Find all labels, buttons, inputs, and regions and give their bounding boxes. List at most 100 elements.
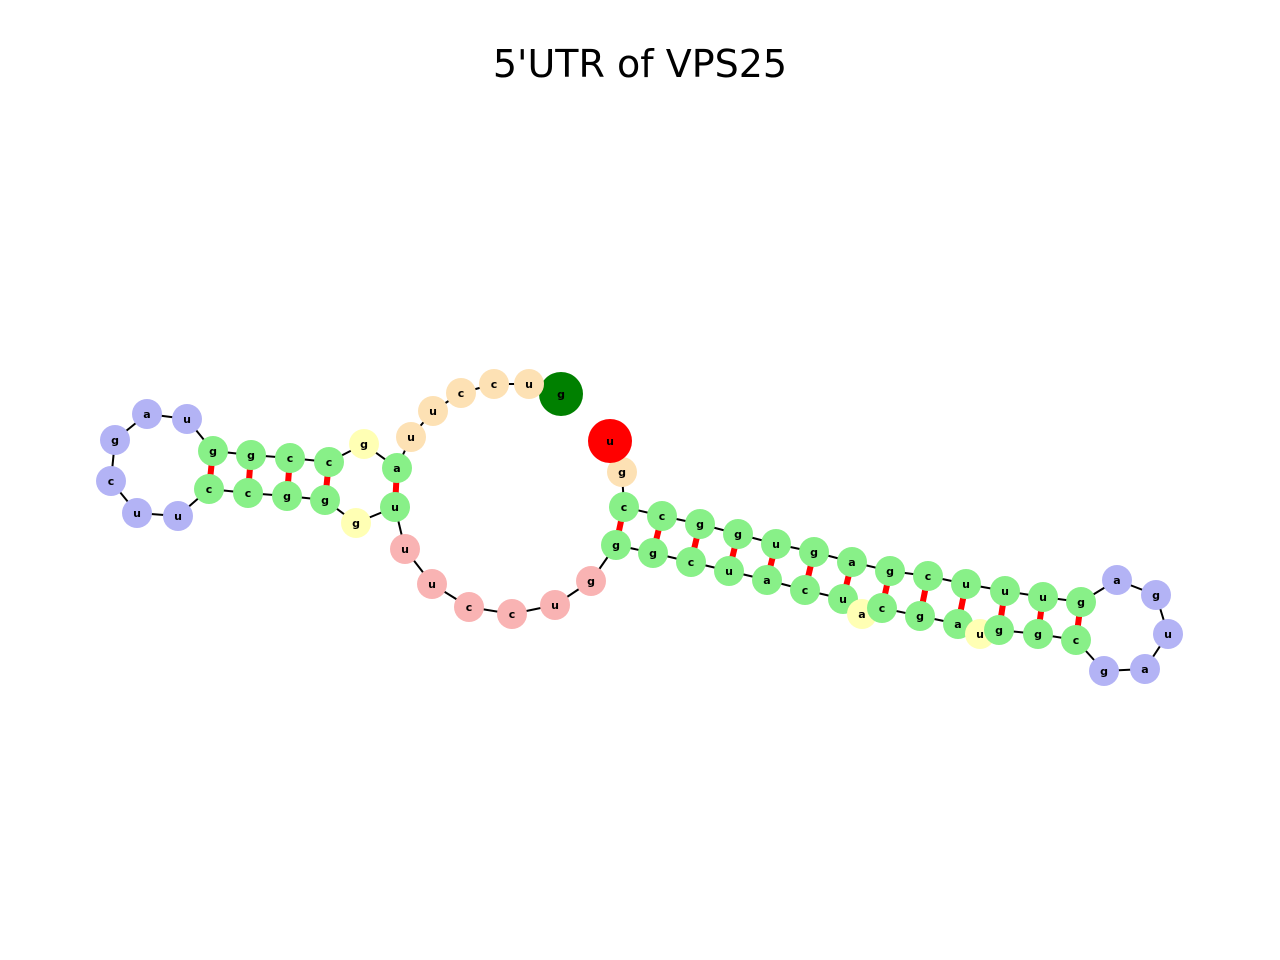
nucleotide-circle — [349, 429, 379, 459]
nucleotide-node: c — [609, 492, 639, 522]
nucleotide-circle — [479, 369, 509, 399]
diagram-title: 5'UTR of VPS25 — [492, 42, 788, 86]
nucleotide-node: g — [638, 538, 668, 568]
nucleotide-node: u — [163, 501, 193, 531]
nucleotide-node: u — [761, 529, 791, 559]
nucleotide-label: g — [1100, 665, 1108, 678]
nucleotide-circle — [714, 556, 744, 586]
nucleotide-label: c — [802, 584, 809, 597]
nucleotide-node: a — [837, 547, 867, 577]
nucleotide-label: g — [810, 546, 818, 559]
nucleotide-circle — [676, 547, 706, 577]
nucleotide-circle — [588, 419, 632, 463]
nucleotide-node: u — [540, 590, 570, 620]
nucleotide-node: g — [198, 436, 228, 466]
nucleotide-node: g — [984, 615, 1014, 645]
nucleotide-node: c — [497, 599, 527, 629]
nucleotide-node: g — [1066, 587, 1096, 617]
nucleotide-label: c — [509, 608, 516, 621]
nucleotide-node: c — [275, 443, 305, 473]
nucleotide-circle — [272, 481, 302, 511]
nucleotide-label: g — [321, 494, 329, 507]
nucleotide-node: g — [341, 508, 371, 538]
nucleotide-label: u — [772, 538, 780, 551]
nucleotide-circle — [446, 378, 476, 408]
nucleotide-circle — [799, 537, 829, 567]
nucleotide-node: g — [799, 537, 829, 567]
nucleotide-label: g — [649, 547, 657, 560]
nucleotide-circle — [497, 599, 527, 629]
nucleotide-label: a — [393, 462, 400, 475]
nucleotide-circle — [875, 556, 905, 586]
nucleotide-label: g — [587, 575, 595, 588]
nucleotide-node: c — [790, 575, 820, 605]
nucleotide-circle — [198, 436, 228, 466]
nucleotide-circle — [837, 547, 867, 577]
nucleotide-node: g — [1023, 619, 1053, 649]
nucleotide-label: g — [734, 528, 742, 541]
nucleotide-label: u — [391, 501, 399, 514]
nucleotide-circle — [396, 422, 426, 452]
nucleotide-label: g — [111, 434, 119, 447]
nucleotide-node: u — [1028, 582, 1058, 612]
nucleotide-circle — [601, 530, 631, 560]
nucleotide-label: a — [1141, 663, 1148, 676]
nucleotide-circle — [194, 474, 224, 504]
nucleotide-node: g — [601, 530, 631, 560]
nucleotide-label: g — [618, 466, 626, 479]
nucleotide-label: g — [1077, 596, 1085, 609]
nucleotide-label: u — [839, 593, 847, 606]
nucleotide-node: u — [951, 569, 981, 599]
three-prime-end-node: u — [588, 419, 632, 463]
nucleotide-circle — [418, 396, 448, 426]
nucleotide-node: a — [1130, 654, 1160, 684]
nucleotide-label: u — [1164, 628, 1172, 641]
nucleotide-label: g — [1152, 589, 1160, 602]
nucleotide-circle — [905, 601, 935, 631]
nucleotide-circle — [790, 575, 820, 605]
nucleotide-node: u — [172, 404, 202, 434]
nucleotide-node: g — [685, 509, 715, 539]
nucleotide-label: c — [491, 378, 498, 391]
nucleotide-label: c — [659, 510, 666, 523]
nucleotide-node: g — [1141, 580, 1171, 610]
nucleotide-label: g — [247, 449, 255, 462]
nucleotide-label: g — [209, 445, 217, 458]
nucleotide-node: u — [714, 556, 744, 586]
nucleotide-label: g — [557, 388, 565, 401]
nucleotide-node: g — [905, 601, 935, 631]
nucleotide-label: u — [976, 628, 984, 641]
nucleotide-circle — [540, 590, 570, 620]
nucleotide-label: u — [962, 578, 970, 591]
nucleotide-node: a — [1102, 565, 1132, 595]
nucleotide-node: u — [514, 369, 544, 399]
nucleotide-label: c — [621, 501, 628, 514]
nucleotide-circle — [1061, 625, 1091, 655]
nucleotide-node: c — [233, 478, 263, 508]
nucleotide-circle — [341, 508, 371, 538]
nucleotide-circle — [1023, 619, 1053, 649]
nucleotide-node: c — [647, 501, 677, 531]
nucleotide-label: a — [858, 608, 865, 621]
nucleotide-node: g — [100, 425, 130, 455]
nucleotide-node: g — [310, 485, 340, 515]
nucleotide-circle — [172, 404, 202, 434]
nucleotide-circle — [514, 369, 544, 399]
nucleotide-circle — [1153, 619, 1183, 649]
nucleotide-label: u — [401, 543, 409, 556]
nucleotide-circle — [390, 534, 420, 564]
nucleotide-node: g — [607, 457, 637, 487]
nucleotide-node: c — [446, 378, 476, 408]
nucleotide-circle — [576, 566, 606, 596]
nucleotide-node: a — [132, 399, 162, 429]
nucleotide-circle — [96, 466, 126, 496]
nucleotide-node: g — [576, 566, 606, 596]
nucleotide-circle — [609, 492, 639, 522]
nucleotide-node: c — [194, 474, 224, 504]
nucleotide-circle — [382, 453, 412, 483]
nucleotide-label: u — [551, 599, 559, 612]
nucleotide-label: c — [206, 483, 213, 496]
nucleotide-label: c — [688, 556, 695, 569]
nucleotide-circle — [454, 592, 484, 622]
